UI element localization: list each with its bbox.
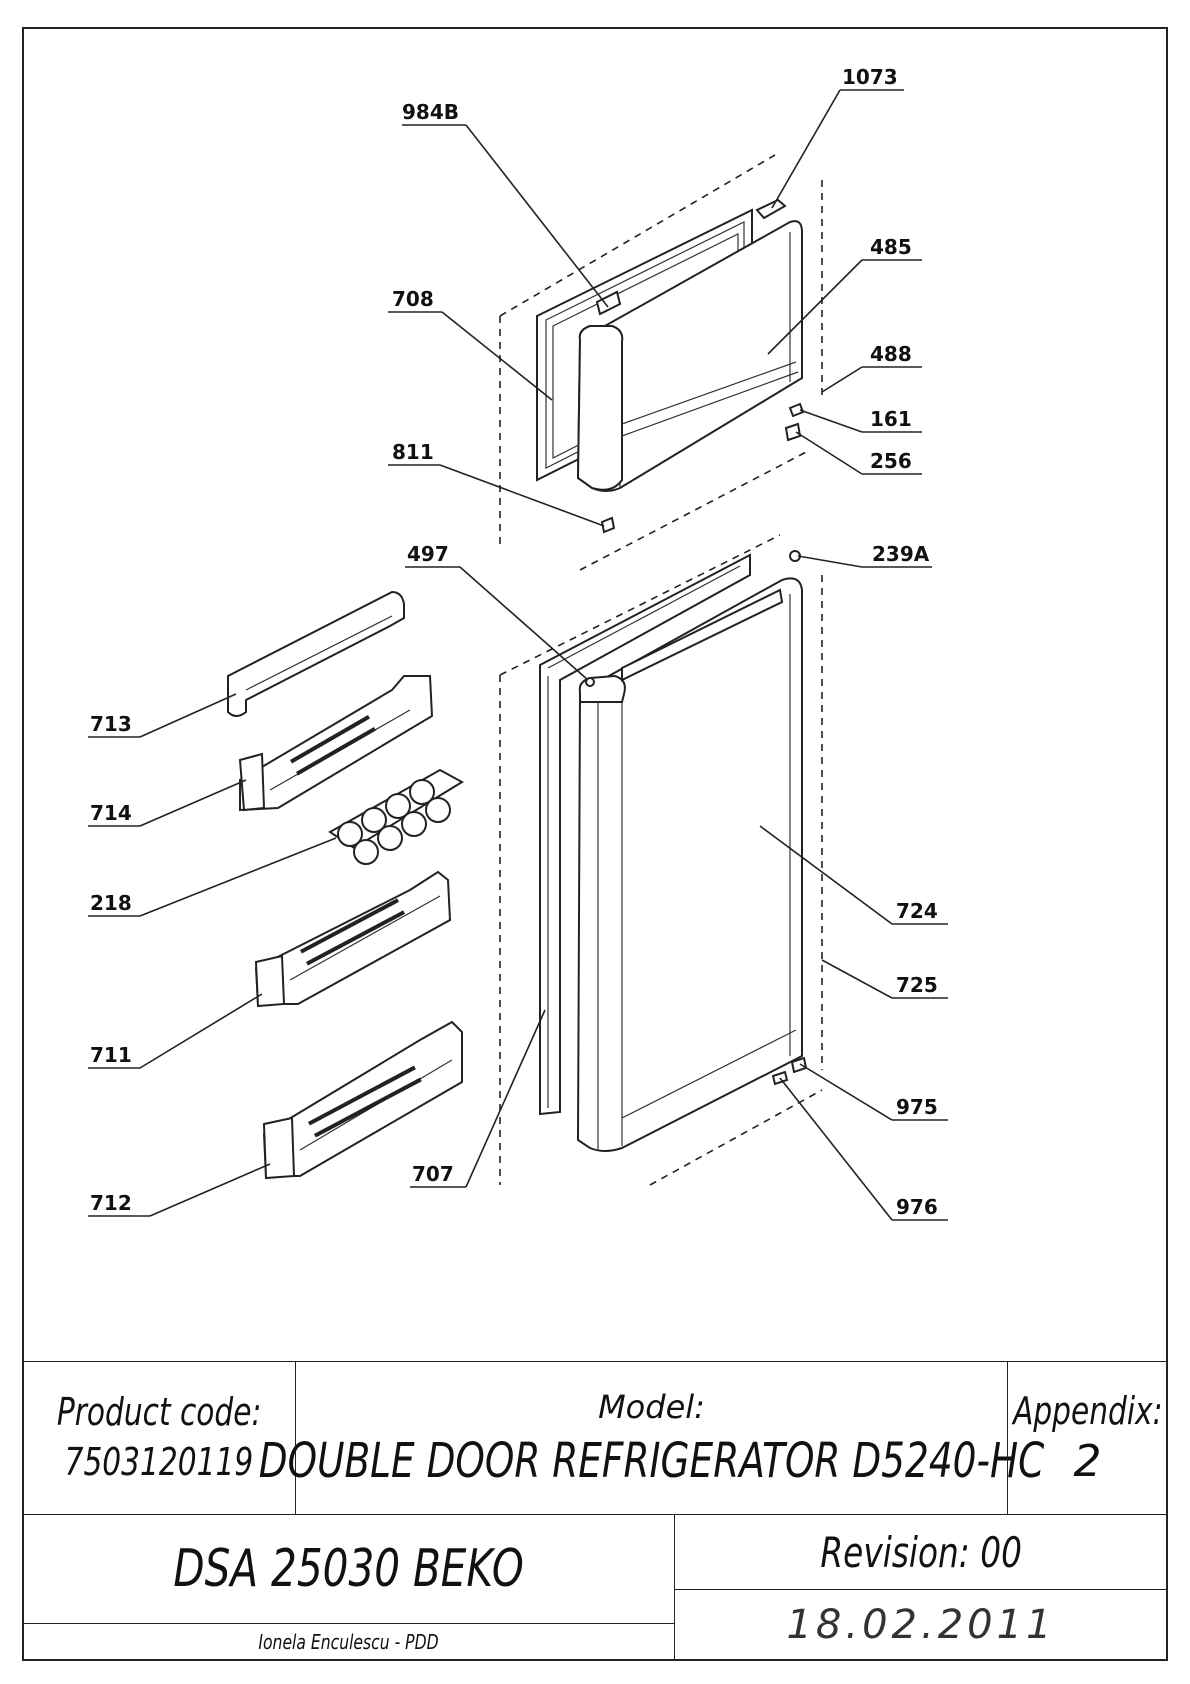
- callout-488: 488: [870, 342, 912, 366]
- lower-door-gasket: [539, 553, 751, 1116]
- egg-tray-218: [328, 768, 464, 865]
- callout-713: 713: [90, 712, 132, 736]
- revision-label: Revision: 00: [820, 1527, 1022, 1577]
- callout-724: 724: [896, 899, 938, 923]
- callout-256: 256: [870, 449, 912, 473]
- model-cell: Model: DOUBLE DOOR REFRIGERATOR D5240-HC: [259, 1361, 1044, 1515]
- dsa-code: DSA 25030 BEKO: [173, 1539, 524, 1599]
- callout-1073: 1073: [842, 65, 898, 89]
- appendix-cell: Appendix: 2: [1007, 1361, 1168, 1515]
- upper-hinge-parts: [600, 402, 805, 534]
- shelf-714: [238, 675, 434, 812]
- product-code-cell: Product code: 7503120119: [22, 1361, 296, 1515]
- author-name: Ionela Enculescu - PDD: [258, 1630, 439, 1654]
- construction-lines: [499, 154, 823, 1186]
- upper-door-panel: [576, 198, 803, 492]
- callout-711: 711: [90, 1043, 132, 1067]
- lower-door-panel: [576, 577, 803, 1152]
- callout-218: 218: [90, 891, 132, 915]
- product-code-value: 7503120119: [64, 1440, 254, 1484]
- callout-976: 976: [896, 1195, 938, 1219]
- appendix-value: 2: [1073, 1436, 1102, 1487]
- revision-date: 18.02.2011: [786, 1602, 1056, 1648]
- callout-984b: 984B: [402, 100, 459, 124]
- callout-485: 485: [870, 235, 912, 259]
- callout-714: 714: [90, 801, 132, 825]
- model-label: Model:: [598, 1388, 705, 1426]
- callout-707: 707: [412, 1162, 454, 1186]
- shelf-cover-713: [227, 590, 405, 717]
- callout-725: 725: [896, 973, 938, 997]
- callout-712: 712: [90, 1191, 132, 1215]
- date-cell: 18.02.2011: [674, 1589, 1168, 1661]
- product-code-label: Product code:: [56, 1390, 262, 1434]
- callout-239a: 239A: [872, 542, 930, 566]
- callout-811: 811: [392, 440, 434, 464]
- callout-497: 497: [407, 542, 449, 566]
- leader-lines: [88, 89, 948, 1221]
- callout-161: 161: [870, 407, 912, 431]
- dsa-cell: DSA 25030 BEKO: [22, 1514, 675, 1624]
- shelf-712: [262, 1020, 463, 1180]
- callout-708: 708: [392, 287, 434, 311]
- author-cell: Ionela Enculescu - PDD: [22, 1623, 675, 1661]
- shelf-711: [254, 870, 452, 1008]
- callouts: 1073 984B 485 708 488 161 256 811 497 23…: [90, 65, 938, 1219]
- appendix-label: Appendix:: [1012, 1389, 1163, 1433]
- revision-cell: Revision: 00: [674, 1514, 1168, 1590]
- callout-975: 975: [896, 1095, 938, 1119]
- model-value: DOUBLE DOOR REFRIGERATOR D5240-HC: [258, 1433, 1045, 1489]
